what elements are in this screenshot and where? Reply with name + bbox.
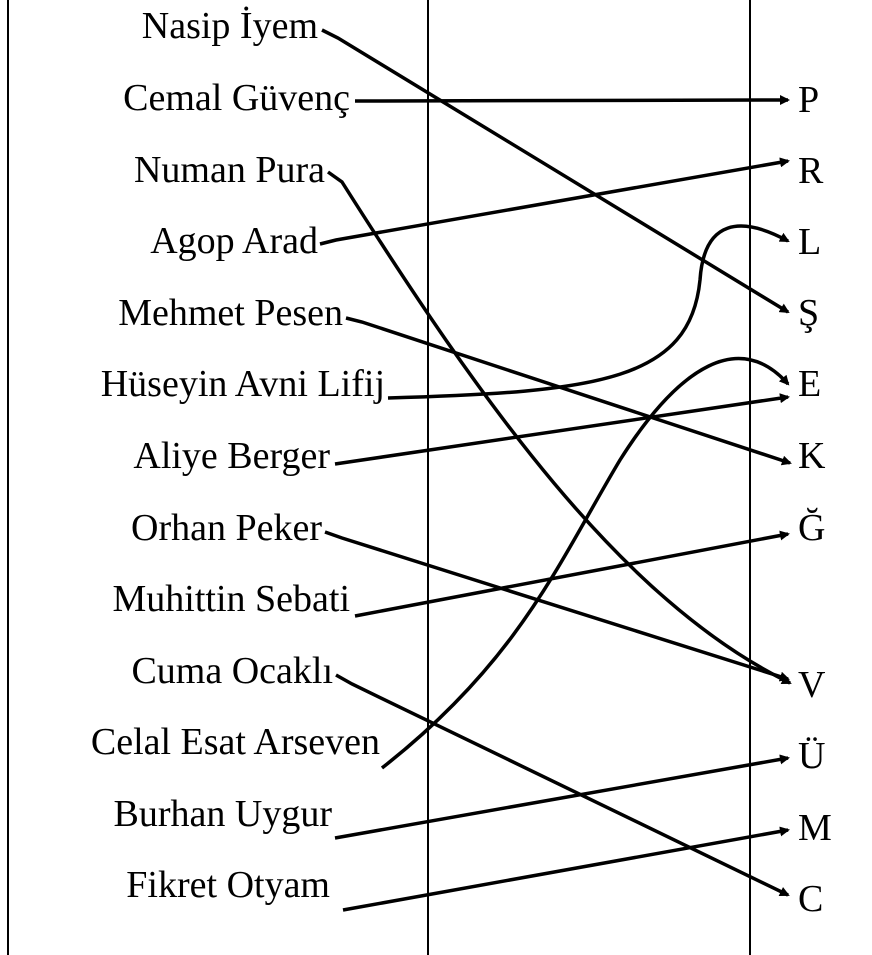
arrow-nasip-iyem-to-s-cedil [321,28,790,314]
letter-l: L [798,221,821,263]
arrow-huseyin-avni-lifij-to-l [387,224,790,400]
letter-u-umlaut: Ü [798,735,825,777]
name-agop-arad: Agop Arad [150,220,318,262]
name-nasip-iyem: Nasip İyem [142,5,318,47]
name-fikret-otyam: Fikret Otyam [126,864,330,906]
arrow-celal-esat-arseven-to-e [380,356,790,770]
letter-e: E [798,363,821,405]
arrow-fikret-otyam-to-m [342,826,790,912]
name-cemal-guvenc: Cemal Güvenç [123,77,350,119]
letter-v: V [798,664,826,706]
letter-g-breve: Ğ [798,507,825,549]
letter-k: K [798,435,826,477]
letter-p: P [798,79,819,121]
letter-c: C [798,878,823,920]
arrow-agop-arad-to-r [319,157,790,246]
name-celal-esat-arseven: Celal Esat Arseven [91,721,380,763]
name-huseyin-avni-lifij: Hüseyin Avni Lifij [101,363,385,405]
arrow-aliye-berger-to-e [334,393,790,466]
name-muhittin-sebati: Muhittin Sebati [113,578,351,620]
letter-m: M [798,807,832,849]
name-orhan-peker: Orhan Peker [131,507,322,549]
arrow-orhan-peker-to-v [324,530,790,682]
arrow-cemal-guvenc-to-p [354,95,790,106]
name-mehmet-pesen: Mehmet Pesen [118,292,343,334]
letter-s-cedil: Ş [798,292,819,334]
name-aliye-berger: Aliye Berger [133,435,330,477]
name-numan-pura: Numan Pura [134,149,325,191]
arrow-numan-pura-to-v [326,170,792,685]
name-burhan-uygur: Burhan Uygur [114,793,333,835]
arrow-cuma-ocakli-to-c [335,673,790,897]
letter-r: R [798,150,824,192]
arrow-burhan-uygur-to-u-umlaut [334,754,790,840]
arrow-mehmet-pesen-to-k [345,316,792,466]
arrow-muhittin-sebati-to-g-breve [354,530,790,618]
name-cuma-ocakli: Cuma Ocaklı [131,650,333,692]
